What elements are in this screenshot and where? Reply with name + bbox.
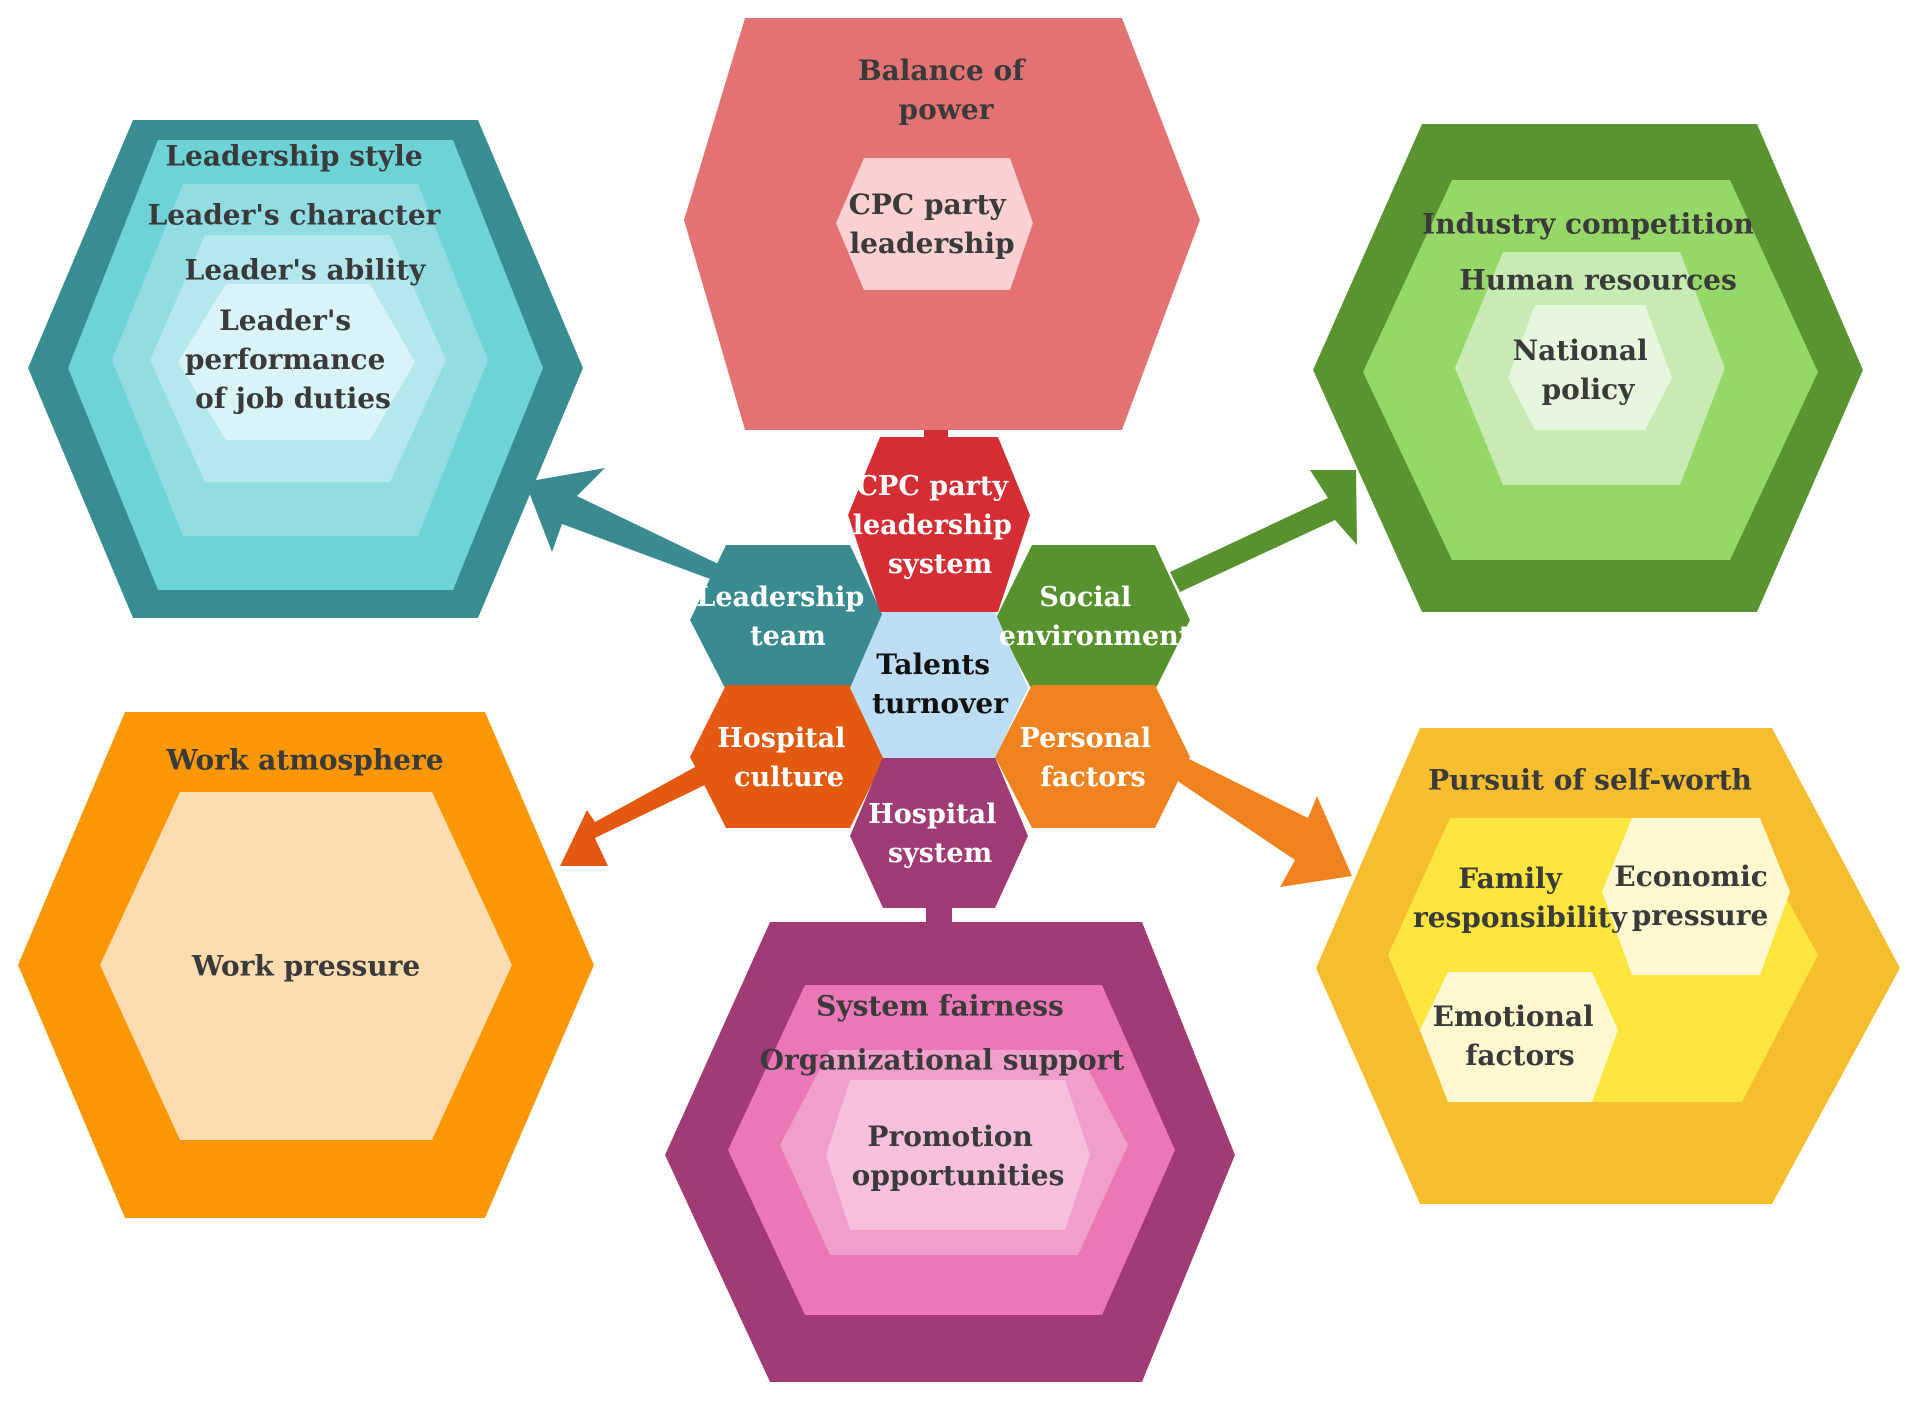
hospital-culture-label-line: Hospital [717, 723, 845, 754]
system-inner-label-line: opportunities [852, 1159, 1065, 1192]
talents-turnover-label: Talents turnover [872, 648, 1009, 720]
family-responsibility-label-line: Family [1458, 862, 1562, 895]
culture-inner-label: Work pressure [191, 950, 420, 983]
leadership-item-label: Leader's ability [185, 254, 426, 287]
social-environment-label: Social environment [999, 582, 1192, 652]
leadership-team-label-line: Leadership [696, 582, 864, 613]
group-hospital-system: System fairness Organizational support P… [665, 922, 1235, 1382]
social-environment-label-line: Social [1039, 582, 1131, 613]
group-balance-of-power: Balance of power CPC party leadership [684, 18, 1200, 430]
power-outer-label: Balance of power [858, 54, 1034, 126]
system-inner-label-line: Promotion [867, 1120, 1032, 1153]
hospital-culture-label-line: culture [734, 762, 844, 793]
system-hexagon-level-3 [826, 1080, 1090, 1230]
hospital-system-label-line: system [888, 838, 992, 869]
culture-outer-label: Work atmosphere [165, 744, 443, 777]
leadership-hexagon-level-4 [178, 284, 415, 440]
culture-inner-hexagon [100, 792, 512, 1140]
leadership-team-label-line: team [750, 621, 826, 652]
power-inner-hexagon [836, 158, 1033, 290]
group-hospital-culture: Work atmosphere Work pressure [18, 712, 594, 1218]
talents-turnover-label-line: turnover [872, 687, 1009, 720]
leadership-inner-label-line: of job duties [195, 382, 391, 415]
hex-talents-turnover [850, 612, 1028, 758]
arrow-to-social-group [1170, 470, 1357, 592]
personal-factors-label-line: factors [1040, 762, 1145, 793]
leadership-team-label: Leadership team [696, 582, 873, 652]
leadership-item-label: Leader's character [148, 199, 442, 232]
emotional-factors-label: Emotional factors [1433, 1000, 1604, 1072]
group-personal-factors: Pursuit of self-worth Family responsibil… [1316, 728, 1900, 1204]
economic-pressure-hexagon [1602, 818, 1790, 975]
central-cluster: CPC party leadership system Leadership t… [690, 437, 1192, 908]
hex-leadership-team [690, 545, 885, 690]
personal-factors-label: Personal factors [1020, 723, 1161, 793]
social-environment-label-line: environment [999, 621, 1192, 652]
system-item-label: System fairness [816, 990, 1064, 1023]
hospital-system-label-line: Hospital [868, 799, 996, 830]
power-inner-label: CPC party leadership [849, 188, 1016, 260]
family-responsibility-label: Family responsibility [1413, 862, 1628, 934]
hex-social-environment [995, 545, 1190, 690]
hex-cpc-party-leadership-system [848, 437, 1030, 612]
hex-hospital-system [850, 757, 1028, 908]
arrow-to-culture-group [560, 750, 736, 866]
cpc-party-leadership-system-label: CPC party leadership system [853, 471, 1022, 580]
leadership-inner-label: Leader's performance of job duties [185, 304, 395, 415]
power-outer-label-line: power [899, 93, 995, 126]
social-item-label: Industry competition [1422, 208, 1754, 241]
system-item-label: Organizational support [760, 1044, 1125, 1077]
system-inner-label: Promotion opportunities [852, 1120, 1065, 1192]
social-inner-label-line: policy [1542, 373, 1636, 406]
hospital-system-label: Hospital system [868, 799, 1006, 869]
talents-turnover-label-line: Talents [876, 648, 990, 681]
social-item-label: Human resources [1459, 264, 1736, 297]
group-leadership: Leadership style Leader's character Lead… [28, 120, 583, 618]
leadership-inner-label-line: performance [185, 343, 386, 376]
emotional-factors-label-line: Emotional [1433, 1000, 1594, 1033]
power-inner-label-line: leadership [849, 227, 1014, 260]
economic-pressure-label-line: Economic [1614, 860, 1767, 893]
arrow-to-leadership-group [525, 468, 745, 592]
social-hexagon-level-3 [1508, 305, 1672, 430]
leadership-inner-label-line: Leader's [219, 304, 351, 337]
family-responsibility-label-line: responsibility [1413, 901, 1628, 934]
hex-hospital-culture [690, 685, 885, 828]
arrow-to-personal-group [1164, 752, 1352, 887]
leadership-item-label: Leadership style [165, 140, 422, 173]
hex-personal-factors [995, 685, 1190, 828]
group-social-environment: Industry competition Human resources Nat… [1313, 124, 1863, 612]
cpc-label-line: leadership [853, 510, 1012, 541]
personal-factors-label-line: Personal [1020, 723, 1152, 754]
cpc-label-line: system [888, 549, 992, 580]
power-outer-label-line: Balance of [858, 54, 1026, 87]
personal-outer-label: Pursuit of self-worth [1428, 764, 1752, 797]
economic-pressure-label: Economic pressure [1614, 860, 1777, 932]
power-inner-label-line: CPC party [849, 188, 1007, 221]
social-inner-label-line: National [1513, 334, 1648, 367]
hospital-culture-label: Hospital culture [717, 723, 855, 793]
cpc-label-line: CPC party [857, 471, 1010, 502]
economic-pressure-label-line: pressure [1632, 899, 1769, 932]
emotional-factors-label-line: factors [1465, 1039, 1574, 1072]
social-inner-label: National policy [1513, 334, 1658, 406]
emotional-factors-hexagon [1420, 972, 1618, 1102]
